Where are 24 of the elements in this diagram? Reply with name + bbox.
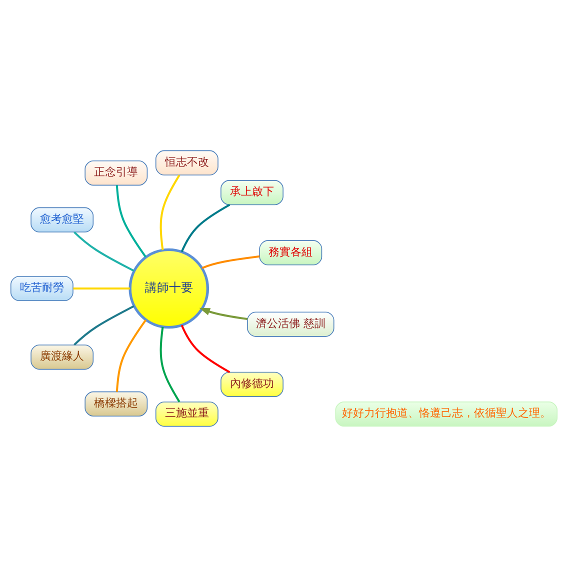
connector [160,174,180,250]
node-box: 三施並重 [155,402,218,427]
node-box: 橋樑搭起 [84,391,148,417]
node-box: 濟公活佛 慈訓 [247,312,334,337]
connector [116,319,147,392]
connector [74,231,134,272]
connector [160,326,180,402]
node-box: 承上啟下 [220,180,284,206]
arrow [199,308,248,320]
node-circle: 講師十要 [128,248,210,329]
connector [180,324,230,374]
connector [73,287,130,290]
node-box: 恒志不改 [155,150,218,176]
node-box: 正念引導 [84,160,148,186]
connector [180,204,230,252]
node-box: 愈考愈堅 [30,207,94,232]
connector [202,255,260,269]
connector [116,185,147,258]
node-box: 務實各組 [259,240,322,266]
connector [74,305,134,346]
node-box: 好好力行抱道、恪遵己志，依循聖人之理。 [335,402,558,427]
node-box: 吃苦耐勞 [10,276,74,302]
node-box: 廣渡緣人 [30,344,94,370]
node-box: 內修德功 [220,372,284,397]
